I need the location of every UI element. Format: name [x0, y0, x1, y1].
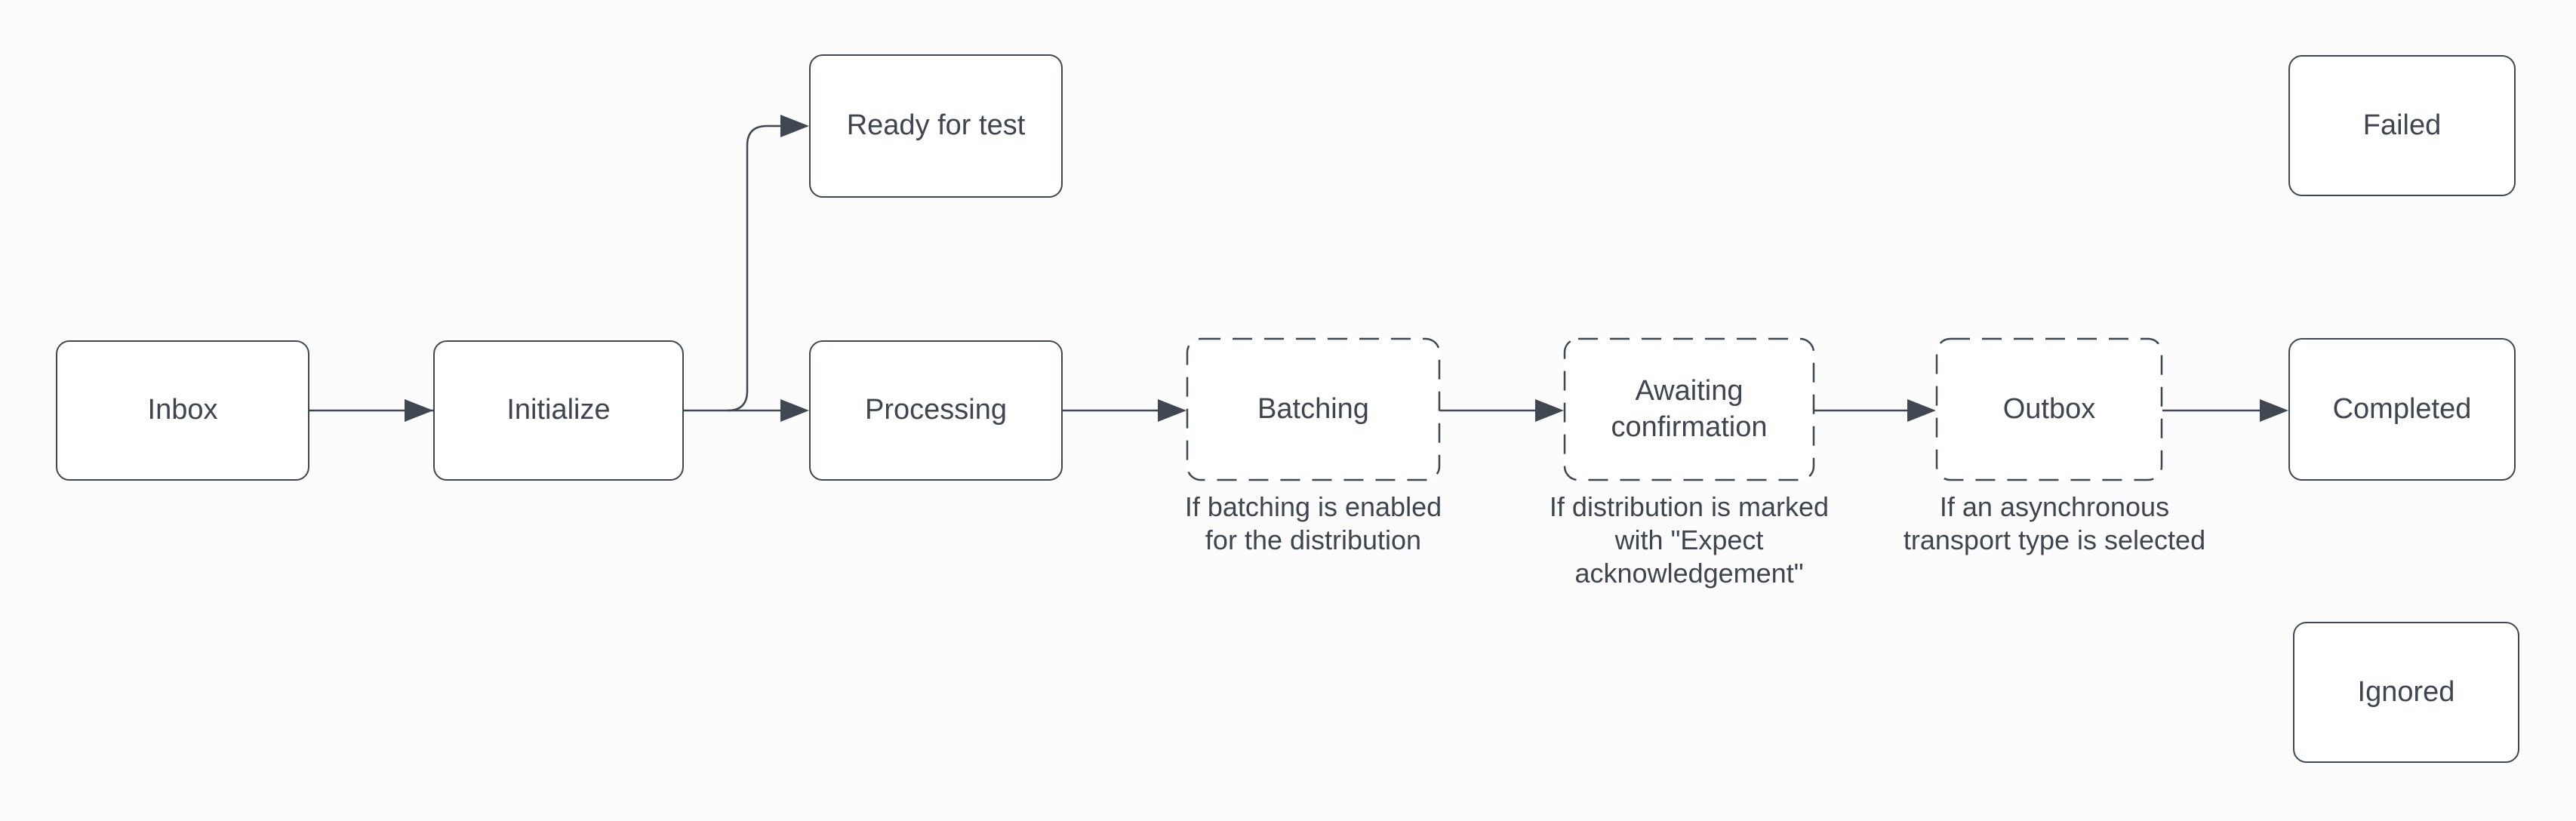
- arrowhead-icon: [405, 399, 433, 422]
- caption-line: transport type is selected: [1903, 524, 2206, 555]
- batching-dashed-outline: [1186, 337, 1441, 481]
- caption-line: with "Expect: [1614, 524, 1764, 555]
- node-inbox-label: Inbox: [147, 394, 218, 426]
- node-outbox-label: Outbox: [2002, 392, 2096, 425]
- node-completed: Completed: [2288, 338, 2516, 481]
- node-processing: Processing: [809, 340, 1063, 481]
- arrowhead-icon: [1535, 399, 1564, 422]
- node-inbox: Inbox: [56, 340, 309, 481]
- node-initialize: Initialize: [433, 340, 684, 481]
- node-batching: Batching: [1186, 338, 1440, 481]
- node-ready-for-test-label: Ready for test: [846, 109, 1026, 142]
- node-awaiting-confirmation-label: Awaiting confirmation: [1611, 375, 1768, 443]
- arrowhead-icon: [1907, 399, 1936, 422]
- node-processing-label: Processing: [865, 394, 1007, 426]
- caption-line: acknowledgement": [1574, 558, 1804, 589]
- caption-line: If batching is enabled: [1184, 491, 1442, 522]
- batching-condition-caption: If batching is enabled for the distribut…: [1140, 490, 1487, 557]
- awaiting-confirmation-dashed-outline: [1563, 337, 1815, 481]
- node-ignored-label: Ignored: [2357, 675, 2455, 708]
- caption-line: for the distribution: [1205, 524, 1422, 555]
- caption-line: If distribution is marked: [1549, 491, 1830, 522]
- awaiting-confirmation-condition-caption: If distribution is marked with "Expect a…: [1516, 490, 1863, 590]
- outbox-dashed-outline: [1935, 337, 2163, 481]
- node-completed-label: Completed: [2332, 392, 2472, 425]
- arrowhead-icon: [780, 399, 809, 422]
- node-failed-label: Failed: [2362, 109, 2442, 141]
- arrowhead-icon: [780, 115, 809, 137]
- node-outbox: Outbox: [1936, 338, 2162, 481]
- node-initialize-label: Initialize: [506, 394, 611, 426]
- node-failed: Failed: [2288, 55, 2516, 196]
- node-ready-for-test: Ready for test: [809, 54, 1063, 198]
- node-awaiting-confirmation: Awaiting confirmation: [1564, 338, 1814, 481]
- node-ignored: Ignored: [2293, 622, 2519, 763]
- arrowhead-icon: [2260, 399, 2288, 422]
- caption-line: If an asynchronous: [1939, 491, 2170, 522]
- arrowhead-icon: [1158, 399, 1186, 422]
- edge-initialize-to-ready-for-test: [727, 125, 780, 412]
- node-batching-label: Batching: [1257, 392, 1369, 425]
- outbox-condition-caption: If an asynchronous transport type is sel…: [1881, 490, 2228, 557]
